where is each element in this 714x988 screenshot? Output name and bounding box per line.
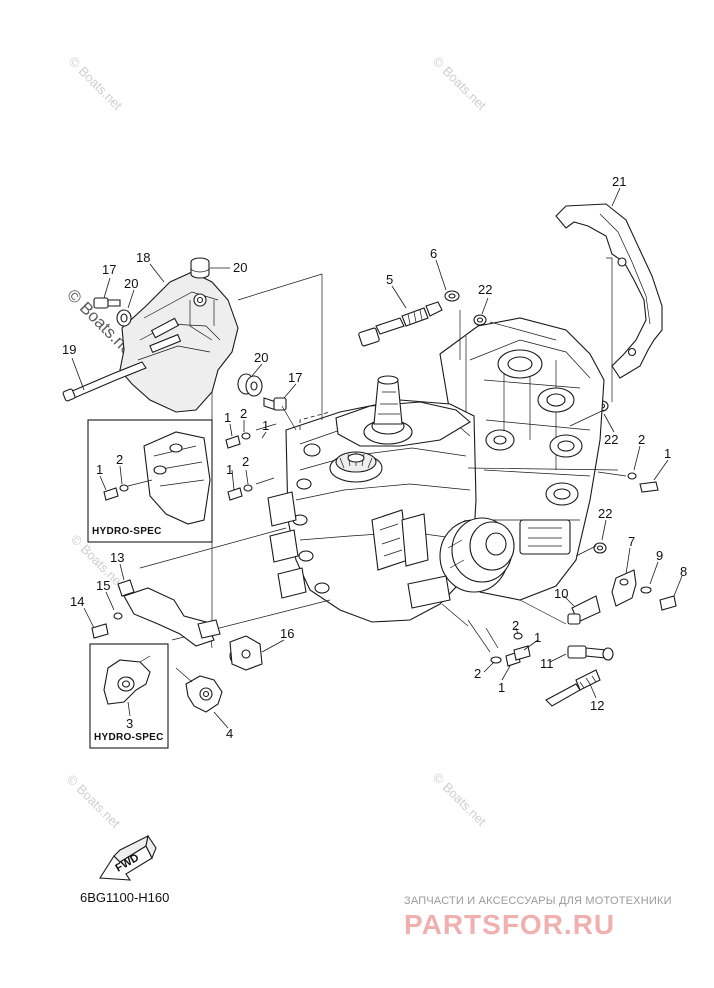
watermark-site: Boats.net	[440, 779, 490, 829]
callout-2: 2	[242, 454, 249, 469]
part-sensor-5	[358, 301, 443, 347]
callout-19: 19	[62, 342, 76, 357]
callout-10: 10	[554, 586, 568, 601]
part-clip-13	[117, 579, 221, 647]
callout-1: 1	[534, 630, 541, 645]
hydro-spec-box-top: HYDRO-SPEC	[87, 419, 213, 543]
part-sensor-11	[567, 645, 614, 661]
brand-logo: PARTSFOR.RU	[404, 909, 615, 940]
callout-6: 6	[430, 246, 437, 261]
callout-22: 22	[478, 282, 492, 297]
part-holder-4	[175, 667, 223, 713]
part-sensor-12	[545, 669, 601, 707]
callout-3: 3	[126, 716, 133, 731]
callout-numbers: 21 6 20 18 17 20 5 22 19 20 17 2 1 1 22 …	[62, 174, 687, 741]
callout-20: 20	[124, 276, 138, 291]
callout-7: 7	[628, 534, 635, 549]
part-washer-15	[113, 612, 123, 620]
callout-4: 4	[226, 726, 233, 741]
callout-1: 1	[498, 680, 505, 695]
callout-14: 14	[70, 594, 84, 609]
callout-20: 20	[254, 350, 268, 365]
callout-2: 2	[638, 432, 645, 447]
callout-2: 2	[240, 406, 247, 421]
hydro-spec-label: HYDRO-SPEC	[92, 526, 162, 537]
part-grommet-22-mid	[593, 542, 607, 554]
callout-22: 22	[598, 506, 612, 521]
part-bolt-8	[659, 595, 677, 611]
part-bolt-14	[91, 623, 109, 639]
part-bolt-17-left	[93, 297, 121, 309]
fwd-arrow-icon: FWD	[99, 834, 157, 881]
diagram-code: 6BG1100-H160	[80, 890, 169, 905]
part-bracket-21	[555, 203, 663, 379]
part-cover-18	[119, 257, 239, 413]
callout-11: 11	[540, 656, 554, 671]
callout-1: 1	[224, 410, 231, 425]
callout-17: 17	[102, 262, 116, 277]
part-sensor-10	[567, 595, 601, 625]
callout-1: 1	[664, 446, 671, 461]
fasteners	[225, 423, 659, 667]
callout-12: 12	[590, 698, 604, 713]
callout-20: 20	[233, 260, 247, 275]
part-bracket-7	[611, 569, 637, 607]
engine-block	[267, 317, 605, 623]
callout-2: 2	[474, 666, 481, 681]
part-grommet-20-right	[237, 373, 263, 397]
brand-tagline: ЗАПЧАСТИ И АКСЕССУАРЫ ДЛЯ МОТОТЕХНИКИ	[404, 895, 672, 907]
callout-17: 17	[288, 370, 302, 385]
part-grommet-22-top	[473, 314, 487, 326]
watermark-site: Boats.net	[74, 781, 124, 831]
callout-1: 1	[226, 462, 233, 477]
watermark-site: Boats.net	[440, 63, 490, 113]
callout-2: 2	[512, 618, 519, 633]
part-strap-19	[62, 361, 147, 402]
part-bolt-17-right	[263, 397, 287, 411]
callout-21: 21	[612, 174, 626, 189]
watermark-site: Boats.net	[76, 63, 126, 113]
callout-15: 15	[96, 578, 110, 593]
part-grommet-20-left	[116, 309, 132, 327]
callout-9: 9	[656, 548, 663, 563]
callout-16: 16	[280, 626, 294, 641]
callout-13: 13	[110, 550, 124, 565]
callout-2: 2	[116, 452, 123, 467]
callout-8: 8	[680, 564, 687, 579]
hydro-spec-box-bottom: HYDRO-SPEC	[89, 643, 169, 749]
part-washer-9	[640, 586, 652, 594]
callout-5: 5	[386, 272, 393, 287]
part-holder-16	[229, 635, 263, 671]
part-washer-6	[444, 290, 460, 302]
callout-18: 18	[136, 250, 150, 265]
callout-leaders	[71, 187, 683, 729]
branding: ЗАПЧАСТИ И АКСЕССУАРЫ ДЛЯ МОТОТЕХНИКИ PA…	[404, 895, 672, 940]
hydro-spec-label-bottom: HYDRO-SPEC	[94, 732, 164, 743]
callout-1: 1	[96, 462, 103, 477]
callout-22: 22	[604, 432, 618, 447]
callout-1: 1	[262, 418, 269, 433]
